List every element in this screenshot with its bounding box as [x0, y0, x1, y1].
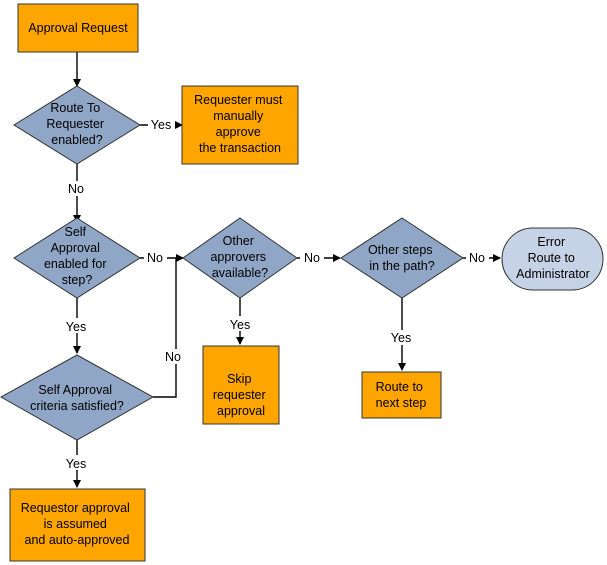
- node-other-approvers: Other approvers available?: [182, 217, 298, 299]
- label-self-enabled-no: No: [147, 251, 163, 265]
- node-error-route: Error Route to Administrator: [501, 227, 604, 291]
- requester-must-approve-text: Requester must manually approve the tran…: [194, 93, 286, 155]
- node-self-approval-enabled: Self Approval enabled for step?: [13, 217, 141, 299]
- label-criteria-yes: Yes: [66, 457, 86, 471]
- label-self-enabled-yes: Yes: [66, 320, 86, 334]
- node-requester-must-approve: Requester must manually approve the tran…: [181, 85, 299, 165]
- self-approval-criteria-text: Self Approval criteria satisfied?: [30, 383, 124, 413]
- other-approvers-text: Other approvers available?: [210, 234, 269, 280]
- auto-approved-text: Requestor approval is assumed and auto-a…: [21, 501, 134, 547]
- label-criteria-no: No: [165, 350, 181, 364]
- other-steps-text: Other steps in the path?: [368, 243, 436, 273]
- route-to-requester-text: Route To Requester enabled?: [46, 101, 107, 147]
- node-other-steps: Other steps in the path?: [340, 217, 464, 299]
- node-auto-approved: Requestor approval is assumed and auto-a…: [9, 488, 146, 562]
- node-approval-request: Approval Request: [17, 3, 139, 53]
- skip-requester-text: Skip requester approval: [213, 372, 269, 418]
- label-steps-no: No: [469, 251, 485, 265]
- route-next-step-text: Route to next step: [376, 380, 427, 410]
- node-self-approval-criteria: Self Approval criteria satisfied?: [0, 354, 155, 441]
- node-route-to-requester: Route To Requester enabled?: [13, 85, 141, 165]
- label-route-no: No: [68, 182, 84, 196]
- label-approvers-no: No: [304, 251, 320, 265]
- self-approval-enabled-text: Self Approval enabled for step?: [44, 225, 110, 287]
- edge-labels: Yes No No Yes No Yes No Yes No Yes: [61, 117, 489, 471]
- node-route-next-step: Route to next step: [361, 371, 442, 419]
- node-skip-requester: Skip requester approval: [202, 345, 280, 425]
- label-steps-yes: Yes: [391, 331, 411, 345]
- error-route-text: Error Route to Administrator: [516, 235, 590, 281]
- approval-request-text: Approval Request: [28, 21, 128, 35]
- label-approvers-yes: Yes: [230, 318, 250, 332]
- label-route-yes: Yes: [151, 118, 171, 132]
- edge-criteria-no: [153, 258, 177, 398]
